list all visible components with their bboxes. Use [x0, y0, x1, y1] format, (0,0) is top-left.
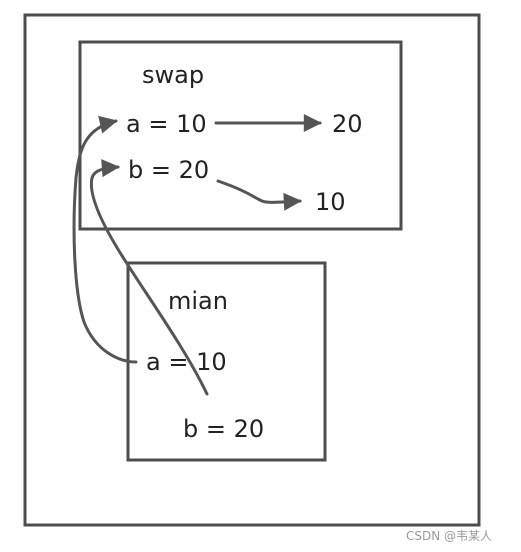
- swap-b-label: b = 20: [128, 156, 209, 184]
- main-a-label: a = 10: [146, 348, 227, 376]
- swap-a-new-value: 20: [332, 110, 363, 138]
- outer-frame: [23, 13, 481, 527]
- swap-b-new-value: 10: [315, 188, 346, 216]
- main-b-label: b = 20: [183, 415, 264, 443]
- watermark: CSDN @韦某人: [406, 529, 492, 543]
- main-frame-title: mian: [168, 287, 228, 315]
- swap-frame-box: [78, 40, 403, 231]
- main-b-to-swap-b-arrow: [89, 159, 209, 396]
- main-a-to-swap-a-arrow: [72, 115, 138, 364]
- swap-a-label: a = 10: [126, 110, 207, 138]
- swap-frame-title: swap: [142, 61, 204, 89]
- swap-b-to-10-arrow: [216, 179, 302, 211]
